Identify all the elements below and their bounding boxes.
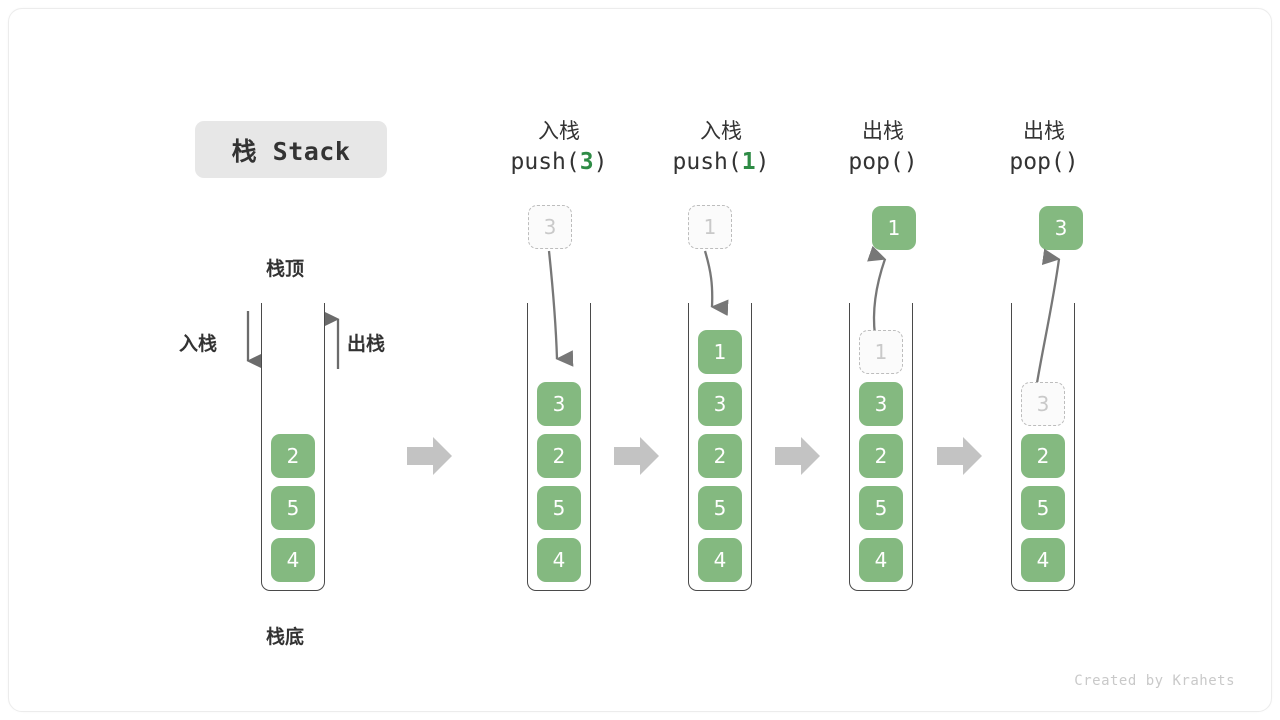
stack-container-pop-1	[849, 303, 913, 591]
stack-element: 4	[537, 538, 581, 582]
stack-element: 5	[1021, 486, 1065, 530]
stack-element: 3	[859, 382, 903, 426]
ghost-element-removed: 1	[859, 330, 903, 374]
stack-element: 5	[537, 486, 581, 530]
stack-element: 5	[859, 486, 903, 530]
column-header-push-3: 入栈 push(3)	[464, 116, 654, 178]
push-direction-arrow	[246, 311, 262, 369]
popped-result-box: 1	[872, 206, 916, 250]
stack-container-initial	[261, 303, 325, 591]
stack-element: 5	[698, 486, 742, 530]
operation-name: 入栈	[538, 119, 580, 143]
stack-element: 4	[271, 538, 315, 582]
operation-name: 入栈	[700, 119, 742, 143]
stack-element: 1	[698, 330, 742, 374]
operation-code: push(3)	[510, 149, 608, 175]
stack-element: 3	[698, 382, 742, 426]
stack-container-push-1	[688, 303, 752, 591]
operation-code: pop()	[1009, 149, 1079, 175]
column-header-pop-1: 出栈 pop()	[788, 116, 978, 178]
operation-arg: 1	[741, 149, 756, 175]
flow-arrow	[775, 437, 820, 475]
push-motion-arrow	[703, 250, 729, 317]
ghost-element-incoming: 3	[528, 205, 572, 249]
push-motion-arrow	[547, 250, 574, 367]
stack-element: 2	[537, 434, 581, 478]
operation-code: pop()	[848, 149, 918, 175]
pop-motion-arrow	[867, 245, 887, 336]
title-badge: 栈 Stack	[195, 121, 387, 178]
stack-element: 2	[859, 434, 903, 478]
stack-element: 4	[698, 538, 742, 582]
operation-arg: 3	[579, 149, 594, 175]
stack-element: 4	[859, 538, 903, 582]
operation-name: 出栈	[1023, 119, 1065, 143]
flow-arrow	[407, 437, 452, 475]
popped-result-box: 3	[1039, 206, 1083, 250]
ghost-element-incoming: 1	[688, 205, 732, 249]
stack-element: 3	[537, 382, 581, 426]
stack-top-label: 栈顶	[266, 258, 305, 280]
stack-container-push-3	[527, 303, 591, 591]
column-header-pop-3: 出栈 pop()	[949, 116, 1139, 178]
stack-element: 2	[271, 434, 315, 478]
pop-motion-arrow	[1035, 248, 1061, 384]
pop-direction-arrow	[324, 311, 340, 369]
stack-element: 2	[1021, 434, 1065, 478]
flow-arrow	[614, 437, 659, 475]
stack-element: 2	[698, 434, 742, 478]
pop-direction-label: 出栈	[347, 333, 386, 355]
stack-bottom-label: 栈底	[266, 626, 305, 648]
flow-arrow	[937, 437, 982, 475]
operation-code: push(1)	[672, 149, 770, 175]
stack-container-pop-3	[1011, 303, 1075, 591]
footer-credit: Created by Krahets	[1074, 673, 1235, 689]
push-direction-label: 入栈	[179, 333, 218, 355]
diagram-card: 栈 Stack 栈顶 栈底 入栈 出栈 2 5 4 入栈 push(3) 3	[8, 8, 1272, 712]
operation-name: 出栈	[862, 119, 904, 143]
ghost-element-removed: 3	[1021, 382, 1065, 426]
stack-element: 5	[271, 486, 315, 530]
column-header-push-1: 入栈 push(1)	[626, 116, 816, 178]
stack-element: 4	[1021, 538, 1065, 582]
